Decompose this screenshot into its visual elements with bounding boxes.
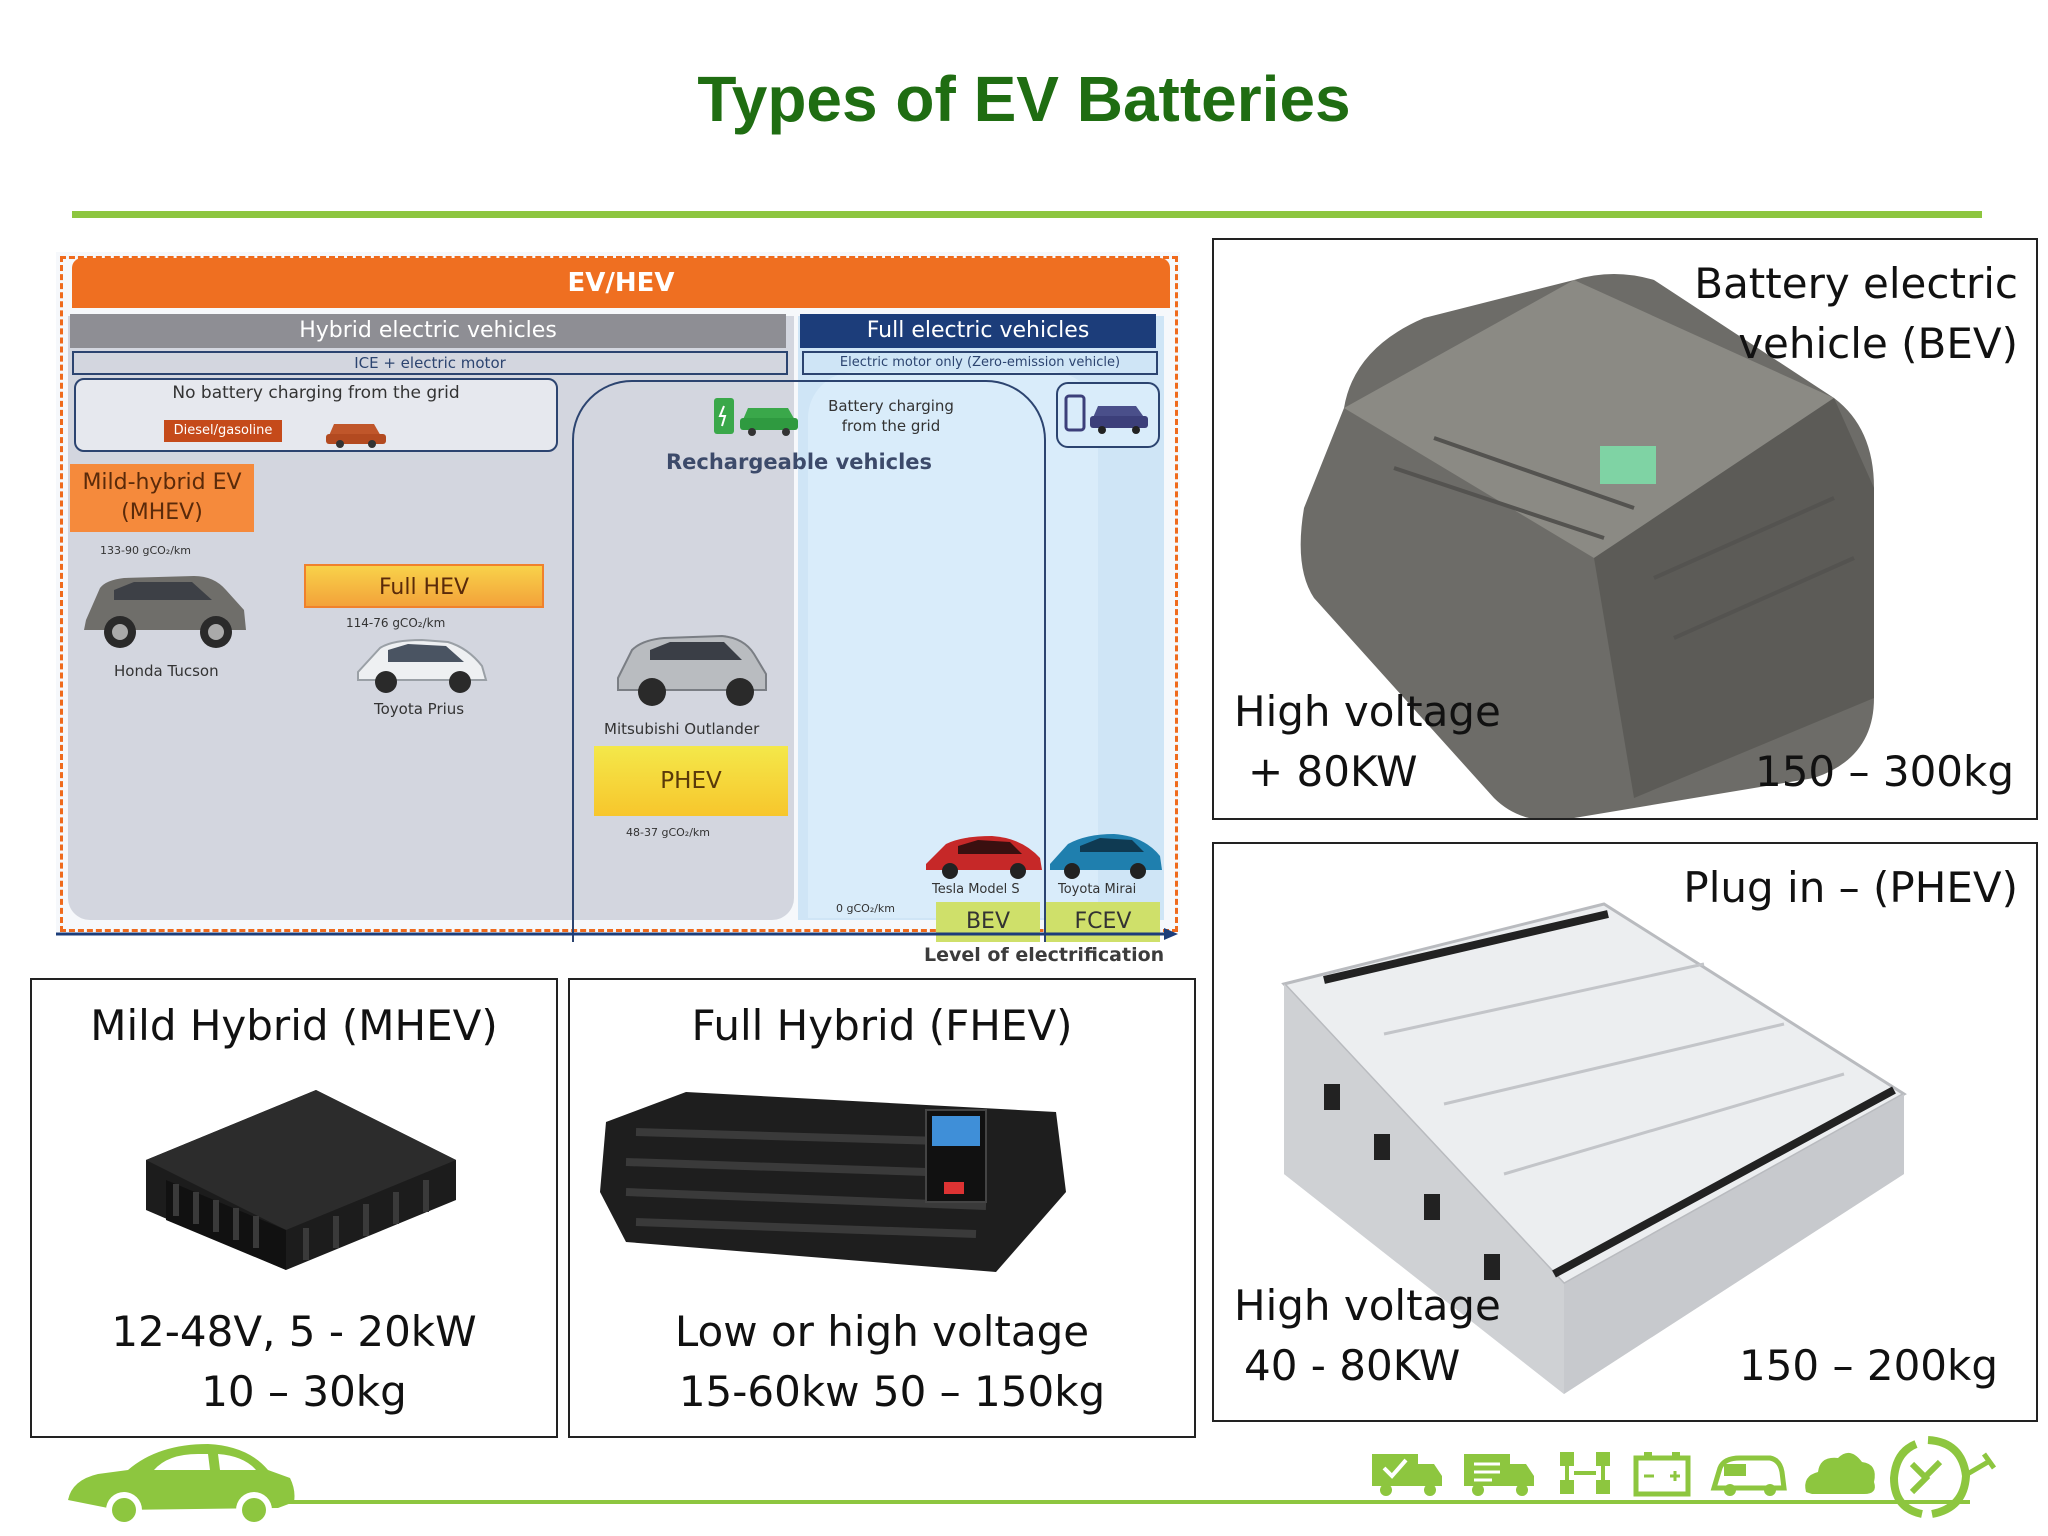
fhev-spec-line2: 15-60kw 50 – 150kg — [678, 1367, 1106, 1416]
rechargeable-area-light — [808, 372, 1098, 918]
mhev-spec-line2: 10 – 30kg — [201, 1367, 407, 1416]
mhev-co2: 133-90 gCO₂/km — [100, 544, 191, 557]
zero-co2: 0 gCO₂/km — [836, 902, 896, 915]
honda-tucson-image — [84, 576, 246, 648]
mitsubishi-outlander-image — [617, 634, 767, 706]
phev-voltage-line2: 40 - 80KW — [1244, 1341, 1461, 1390]
bev-battery-image — [1300, 274, 1874, 818]
phev-title: Plug in – (PHEV) — [1683, 863, 2018, 912]
tesla-model-s-image — [926, 836, 1042, 879]
phev-panel: Plug in – (PHEV) High voltage 40 - 80KW … — [1212, 842, 2038, 1422]
fcev-icon-box — [1056, 382, 1160, 448]
bev-title-line2: vehicle (BEV) — [1738, 319, 2018, 368]
recycle-plug-icon — [1889, 1436, 1997, 1518]
no-charging-box: No battery charging from the grid Diesel… — [74, 378, 558, 452]
battery-icon — [1633, 1452, 1691, 1497]
fhev-tag: Full HEV — [304, 564, 544, 608]
rechargeable-label: Rechargeable vehicles — [666, 450, 933, 474]
rechargeable-outline — [572, 380, 1046, 942]
ev-hev-header: EV/HEV — [72, 258, 1170, 308]
electrification-axis-arrow — [56, 928, 1178, 940]
truck-list-icon — [1464, 1454, 1534, 1496]
toyota-mirai-image — [1050, 834, 1162, 879]
mhev-spec-line1: 12-48V, 5 - 20kW — [111, 1307, 477, 1356]
mhev-panel: Mild Hybrid (MHEV) 12-48V, 5 - 20kW 10 –… — [30, 978, 558, 1438]
cloud-icon — [1805, 1452, 1875, 1494]
slide-title: Types of EV Batteries — [697, 63, 1351, 135]
footer-line — [140, 1500, 1970, 1504]
fhev-co2: 114-76 gCO₂/km — [346, 616, 446, 630]
bev-voltage-line1: High voltage — [1234, 687, 1501, 736]
mhev-car-label: Honda Tucson — [114, 662, 219, 680]
phev-car-label: Mitsubishi Outlander — [604, 720, 760, 738]
bev-voltage-line2: + 80KW — [1248, 747, 1418, 796]
fhev-title: Full Hybrid (FHEV) — [691, 1001, 1073, 1050]
fhev-car-label: Toyota Prius — [374, 700, 465, 718]
fuel-car-icon — [326, 424, 386, 448]
hybrid-subheader: ICE + electric motor — [72, 351, 788, 375]
bev-car-label: Tesla Model S — [932, 882, 1020, 897]
charging-station-icon — [714, 398, 798, 436]
network-icon — [1560, 1452, 1610, 1494]
fhev-battery-image — [600, 1092, 1066, 1272]
charging-label: Battery charging from the grid — [828, 397, 954, 435]
bev-panel: Battery electric vehicle (BEV) High volt… — [1212, 238, 2038, 820]
no-charging-label: No battery charging from the grid — [172, 383, 460, 403]
footer-icon-strip — [1372, 1436, 1997, 1518]
hybrid-header: Hybrid electric vehicles — [70, 314, 786, 348]
phev-battery-image — [1281, 902, 1907, 1394]
title-divider — [72, 211, 1982, 218]
fuel-label: Diesel/gasoline — [164, 420, 282, 442]
mhev-battery-image — [146, 1090, 456, 1270]
full-electric-subheader: Electric motor only (Zero-emission vehic… — [802, 351, 1158, 375]
bev-title-line1: Battery electric — [1694, 259, 2018, 308]
fhev-spec-line1: Low or high voltage — [674, 1307, 1090, 1356]
fhev-panel: Full Hybrid (FHEV) Low or high voltage 1… — [568, 978, 1196, 1438]
car-silhouette-icon — [68, 1444, 295, 1528]
fcev-car-label: Toyota Mirai — [1058, 882, 1137, 897]
bev-weight: 150 – 300kg — [1754, 747, 2014, 796]
phev-tag: PHEV — [594, 746, 788, 816]
ev-hev-diagram: EV/HEV Hybrid electric vehicles ICE + el… — [56, 252, 1180, 966]
electrification-axis-label: Level of electrification — [924, 944, 1165, 966]
hydrogen-car-icon — [1064, 394, 1148, 434]
full-electric-header: Full electric vehicles — [800, 314, 1156, 348]
phev-voltage-line1: High voltage — [1234, 1281, 1501, 1330]
mhev-tag: Mild-hybrid EV (MHEV) — [70, 464, 254, 532]
truck-check-icon — [1372, 1454, 1442, 1496]
toyota-prius-image — [357, 638, 488, 693]
mhev-title: Mild Hybrid (MHEV) — [90, 1001, 498, 1050]
car-side-icon — [1710, 1455, 1787, 1496]
phev-co2: 48-37 gCO₂/km — [626, 826, 710, 839]
phev-weight: 150 – 200kg — [1738, 1341, 1998, 1390]
